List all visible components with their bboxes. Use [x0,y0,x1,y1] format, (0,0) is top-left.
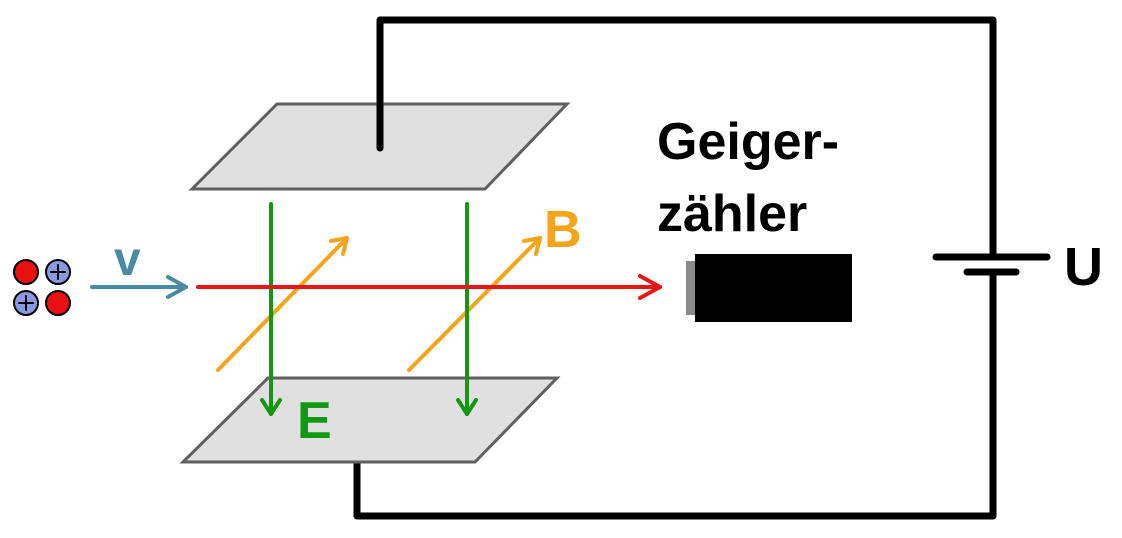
geiger-counter-detector [695,254,852,322]
particle-beam [196,274,662,300]
magnetic-field-label: B [544,201,582,259]
circuit-wires [353,16,997,520]
b-field-arrowhead-right [522,236,542,256]
electric-field-arrows [260,202,478,416]
velocity-arrowhead [166,275,188,299]
geiger-label-line2: zähler [657,185,807,243]
particle-symbols [18,264,66,311]
battery-symbol [932,253,1051,276]
b-field-arrow-right [407,236,542,372]
lower-plate-wire [353,268,997,520]
b-field-arrow-left [216,236,349,372]
magnetic-field-arrows [216,236,542,372]
proton-icon [13,259,39,285]
proton-icon [45,290,71,316]
velocity-arrow [90,275,188,299]
electric-field-label: E [297,392,332,450]
geiger-label-line1: Geiger- [657,113,839,171]
beam-arrowhead [638,274,662,300]
plus-icon [50,264,66,280]
lower-capacitor-plate [179,376,561,464]
plus-icon [18,295,34,311]
velocity-label: v [114,233,141,286]
e-field-arrowhead-left [260,398,282,416]
voltage-label: U [1064,237,1103,297]
b-field-arrowhead-left [329,236,349,256]
upper-plate-wire [376,16,997,261]
e-field-arrowhead-right [456,398,478,416]
particle-cluster [13,259,71,316]
